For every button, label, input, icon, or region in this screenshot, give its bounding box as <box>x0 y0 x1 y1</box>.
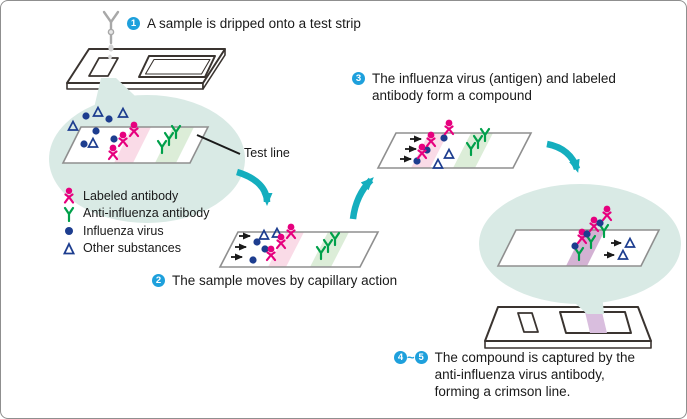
influenza-virus-icon <box>65 227 73 236</box>
test-line-label: Test line <box>244 146 290 160</box>
step-5-badge: 5 <box>414 351 428 364</box>
passing-other-substances <box>604 237 636 260</box>
other-substances-icon <box>62 241 76 255</box>
test-line-stripe <box>155 127 194 163</box>
flow-arrow-1 <box>235 168 273 206</box>
result-window-crimson-line <box>585 312 607 333</box>
step-2: 2 The sample moves by capillary action <box>152 273 397 290</box>
sample-cassette <box>66 48 226 90</box>
legend-item: Labeled antibody <box>62 187 209 205</box>
step-1: 1 A sample is dripped onto a test strip <box>127 16 361 33</box>
magnifier-beam-2 <box>564 293 604 314</box>
step-4-5-text: The compound is captured by the anti-inf… <box>434 350 635 399</box>
legend-item: Other substances <box>62 240 209 258</box>
step-1-badge: 1 <box>127 17 140 30</box>
labeled-antibody-icon <box>63 187 75 204</box>
legend-item: Influenza virus <box>62 222 209 240</box>
step-4-badge: 4 <box>394 351 407 364</box>
test-strip-magnified-1 <box>61 106 210 164</box>
anti-influenza-antibody-icon <box>63 206 75 222</box>
test-line-pointer <box>196 134 241 155</box>
step-4-5-badges: 4 ~ 5 <box>394 351 428 364</box>
flow-direction-arrows <box>231 232 251 261</box>
step-1-text: A sample is dripped onto a test strip <box>147 16 361 31</box>
result-cassette <box>484 306 652 349</box>
step-4-5: 4 ~ 5 The compound is captured by the an… <box>394 350 684 401</box>
flow-arrow-3 <box>546 140 581 173</box>
step-2-text: The sample moves by capillary action <box>172 273 398 288</box>
step-3: 3 The influenza virus (antigen) and labe… <box>352 71 652 105</box>
legend-item-label: Labeled antibody <box>83 188 179 203</box>
step-range-tilde: ~ <box>407 350 415 365</box>
labeled-antibody-stripe <box>114 127 151 163</box>
flow-direction-arrows <box>400 135 422 163</box>
test-strip-2 <box>218 222 380 268</box>
flow-arrow-2 <box>349 177 374 220</box>
legend-item: Anti-influenza antibody <box>62 205 209 223</box>
legend-item-label: Anti-influenza antibody <box>83 206 210 221</box>
legend: Labeled antibody Anti-influenza antibody… <box>62 187 209 257</box>
test-strip-magnified-2 <box>496 204 661 267</box>
step-3-badge: 3 <box>352 72 365 85</box>
legend-item-label: Other substances <box>83 241 181 256</box>
step-2-badge: 2 <box>152 274 165 287</box>
test-strip-3 <box>376 118 533 169</box>
magnifier-beam-1 <box>94 78 148 108</box>
step-3-text: The influenza virus (antigen) and labele… <box>372 71 616 103</box>
dropper-icon <box>102 10 120 60</box>
legend-item-label: Influenza virus <box>83 223 164 238</box>
crimson-line-band <box>566 230 605 266</box>
